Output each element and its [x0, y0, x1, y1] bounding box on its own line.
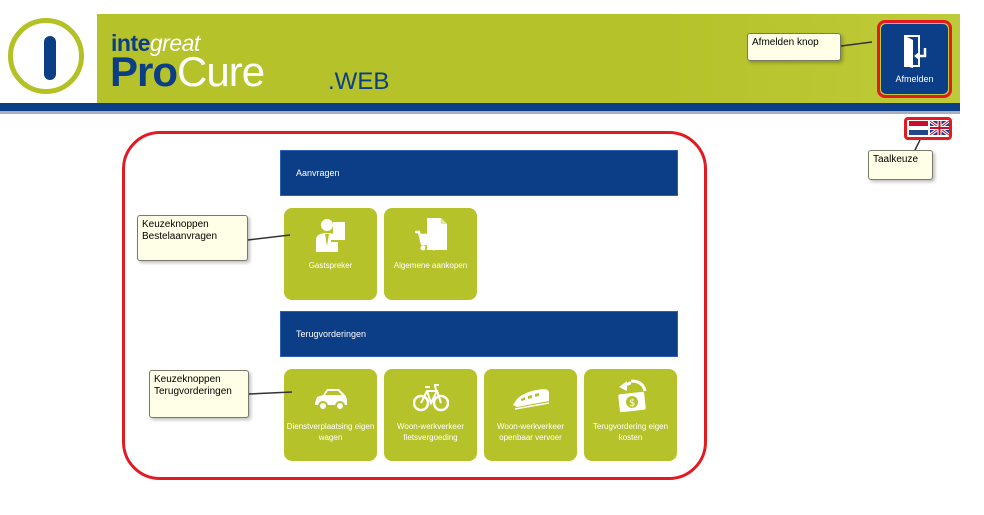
- brand-tagline: integreat: [111, 30, 200, 57]
- brand-name-part-2: Cure: [177, 48, 265, 95]
- tile-eigen-kosten[interactable]: $ Terugvordering eigen kosten: [584, 369, 677, 461]
- svg-text:$: $: [629, 398, 635, 409]
- header-stripe: [0, 103, 960, 111]
- language-highlight: [904, 117, 952, 140]
- logout-label: Afmelden: [895, 74, 934, 84]
- tile-label: Terugvordering eigen kosten: [592, 422, 669, 442]
- tile-label: Woon-werkverkeer fietsvergoeding: [397, 422, 464, 442]
- shopping-cart-document-icon: [415, 218, 447, 251]
- menu-panel-highlight: [122, 131, 707, 480]
- tile-fietsvergoeding[interactable]: Woon-werkverkeer fietsvergoeding: [384, 369, 477, 461]
- brand-tagline-part-1: inte: [111, 30, 150, 56]
- money-refund-icon: $: [618, 379, 647, 413]
- section-title: Terugvorderingen: [296, 329, 367, 339]
- tile-label: Dienstverplaatsing eigen wagen: [286, 422, 375, 442]
- tile-dienstverplaatsing[interactable]: Dienstverplaatsing eigen wagen: [284, 369, 377, 461]
- brand-name: ProCure: [110, 48, 265, 95]
- callout-afmelden: Afmelden knop: [747, 33, 841, 61]
- train-icon: [513, 389, 549, 410]
- nl-flag-icon[interactable]: [909, 121, 928, 135]
- logo-bar-icon: [44, 36, 56, 80]
- brand-tagline-part-2: great: [149, 30, 200, 56]
- tile-algemene-aankopen[interactable]: Algemene aankopen: [384, 208, 477, 300]
- brand-name-part-1: Pro: [110, 48, 178, 95]
- header-stripe-shadow: [0, 111, 960, 114]
- logout-button[interactable]: Afmelden: [881, 24, 948, 94]
- tile-label: Algemene aankopen: [393, 261, 468, 270]
- speaker-icon: [316, 219, 345, 252]
- logo: [0, 0, 97, 103]
- section-header-terugvorderingen: Terugvorderingen: [280, 311, 678, 357]
- tile-label: Woon-werkverkeer openbaar vervoer: [497, 422, 564, 442]
- door-exit-icon: [904, 35, 927, 68]
- uk-flag-icon[interactable]: [930, 121, 949, 135]
- brand-suffix: .WEB: [328, 68, 390, 95]
- car-icon: [315, 389, 347, 411]
- logout-highlight: [877, 20, 952, 98]
- callout-terugvorderingen: Keuzeknoppen Terugvorderingen: [149, 370, 249, 418]
- tile-gastspreker[interactable]: Gastspreker: [284, 208, 377, 300]
- section-header-aanvragen: Aanvragen: [280, 150, 678, 196]
- callout-taalkeuze: Taalkeuze: [868, 150, 933, 180]
- tile-openbaar-vervoer[interactable]: Woon-werkverkeer openbaar vervoer: [484, 369, 577, 461]
- section-title: Aanvragen: [296, 168, 340, 178]
- bicycle-icon: [413, 384, 449, 412]
- callout-bestelaanvragen: Keuzeknoppen Bestelaanvragen: [137, 215, 248, 261]
- tile-label: Gastspreker: [308, 261, 353, 270]
